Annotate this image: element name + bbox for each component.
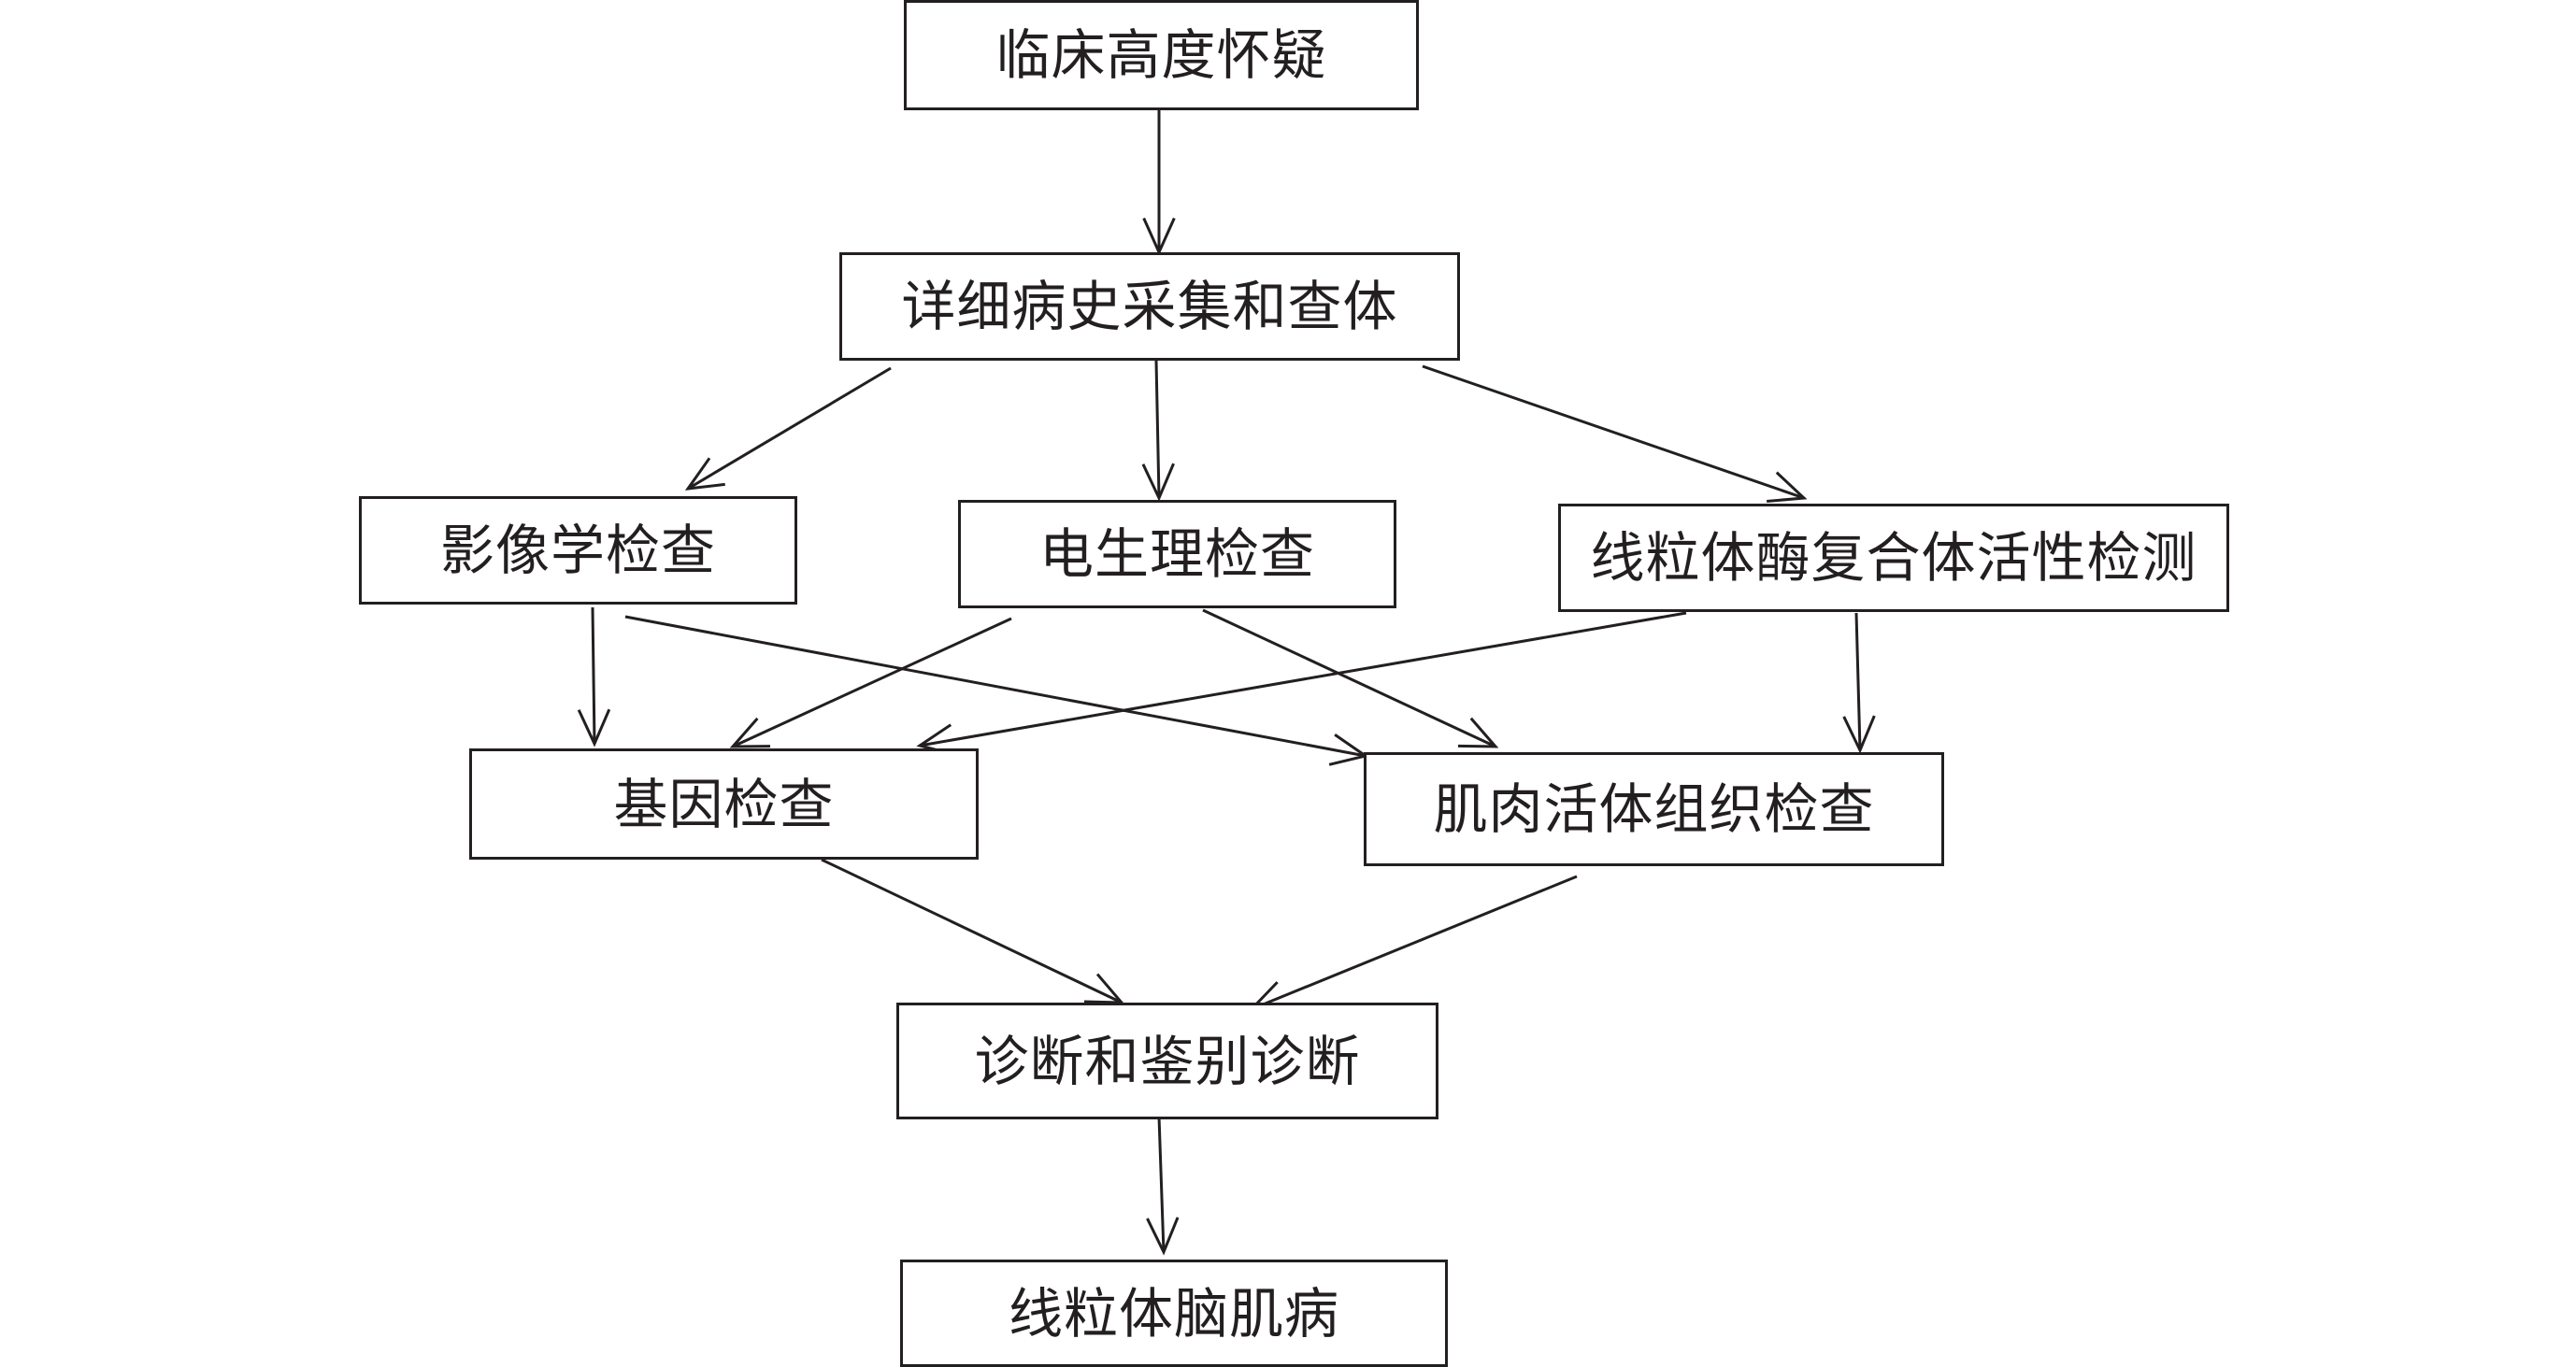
edge-n1-to-n2 — [1142, 110, 1176, 256]
edge-line — [624, 615, 1367, 758]
node-enzyme-complex-activity-test: 线粒体酶复合体活性检测 — [1558, 504, 2229, 612]
edge-n4-to-n6 — [729, 617, 1012, 748]
edge-line — [1854, 612, 1862, 751]
edge-line — [1154, 360, 1161, 499]
node-muscle-biopsy: 肌肉活体组织检查 — [1364, 752, 1944, 866]
edge-n5-to-n7 — [1842, 612, 1876, 754]
edge-n3-to-n6 — [577, 606, 611, 748]
node-mitochondrial-encephalomyopathy: 线粒体脑肌病 — [900, 1260, 1448, 1367]
node-genetic-test: 基因检查 — [469, 748, 979, 860]
edge-n6-to-n8 — [821, 858, 1125, 1004]
edge-line — [919, 611, 1687, 748]
arrowhead-icon — [1141, 463, 1175, 502]
arrowhead-icon — [1146, 1217, 1180, 1256]
edge-n2-to-n5 — [1422, 364, 1808, 503]
edge-n8-to-n9 — [1146, 1116, 1180, 1256]
node-clinical-suspicion: 临床高度怀疑 — [904, 0, 1419, 110]
arrowhead-icon — [1767, 471, 1808, 503]
node-diagnosis-differential: 诊断和鉴别诊断 — [896, 1003, 1438, 1119]
arrowhead-icon — [684, 457, 725, 491]
edge-line — [1202, 608, 1496, 748]
edge-n5-to-n6 — [916, 611, 1687, 757]
node-history-and-exam: 详细病史采集和查体 — [839, 252, 1460, 361]
edge-n2-to-n4 — [1141, 360, 1175, 502]
edge-line — [1251, 875, 1578, 1011]
edge-n4-to-n7 — [1202, 608, 1499, 748]
arrowhead-icon — [1457, 717, 1499, 748]
edge-n7-to-n8 — [1248, 875, 1578, 1012]
arrowhead-icon — [1842, 715, 1876, 754]
edge-line — [732, 617, 1012, 748]
edge-line — [591, 606, 596, 745]
edge-n2-to-n3 — [684, 366, 892, 491]
edge-line — [821, 858, 1123, 1004]
arrowhead-icon — [577, 708, 611, 748]
node-electrophysiology-exam: 电生理检查 — [958, 500, 1396, 608]
edge-layer — [577, 110, 1876, 1256]
edge-line — [1157, 1116, 1166, 1253]
node-imaging-exam: 影像学检查 — [359, 496, 797, 605]
edge-line — [687, 366, 892, 491]
edge-line — [1422, 364, 1805, 500]
arrowhead-icon — [729, 717, 771, 748]
